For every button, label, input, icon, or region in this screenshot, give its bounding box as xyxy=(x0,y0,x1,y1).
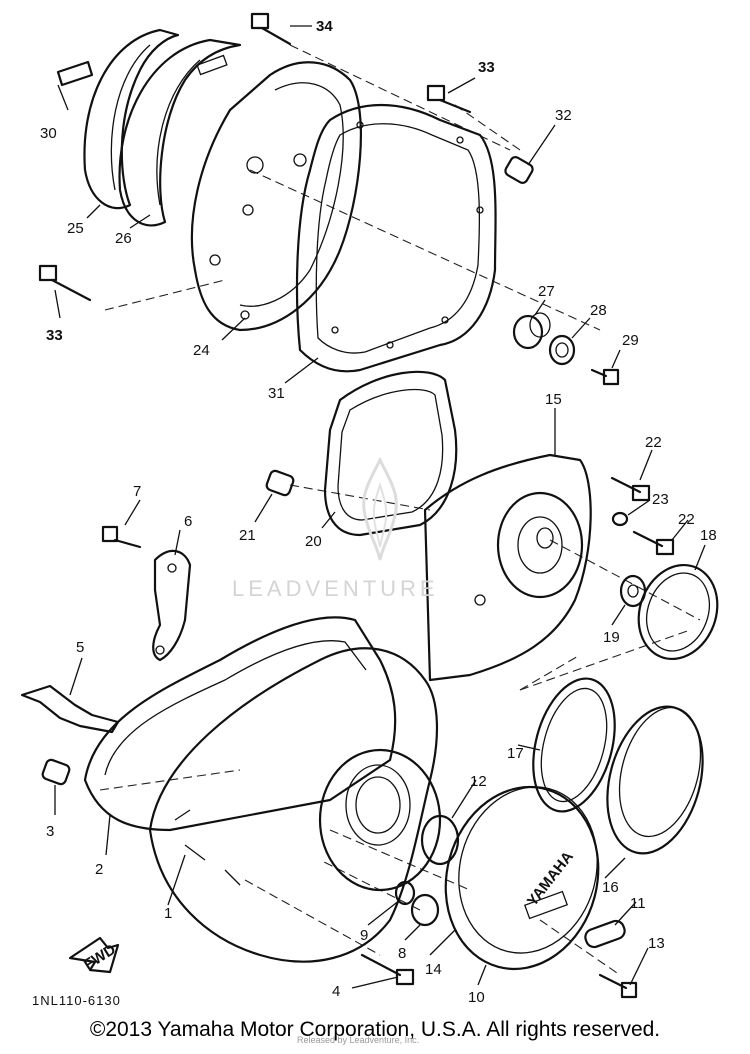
oring-12 xyxy=(420,814,460,866)
ring-25 xyxy=(83,28,180,210)
leader-lines xyxy=(54,25,706,989)
case-cover-1 xyxy=(148,647,442,963)
oring-23 xyxy=(611,511,629,527)
callout-33-top: 33 xyxy=(478,59,495,76)
callout-8: 8 xyxy=(398,945,406,962)
callout-31: 31 xyxy=(268,385,285,402)
catalog-code: 1NL110-6130 xyxy=(32,993,121,1008)
callout-10: 10 xyxy=(468,989,485,1006)
cover-logo: YAMAHA xyxy=(524,848,577,909)
screw-13 xyxy=(598,973,638,999)
bushing-27 xyxy=(512,312,551,350)
callout-5: 5 xyxy=(76,639,84,656)
plug-8 xyxy=(410,893,440,927)
badge-11 xyxy=(584,919,626,949)
callout-29: 29 xyxy=(622,332,639,349)
callout-9: 9 xyxy=(360,927,368,944)
callout-25: 25 xyxy=(67,220,84,237)
watermark-flame-icon xyxy=(362,456,398,561)
callout-7: 7 xyxy=(133,483,141,500)
seal-17 xyxy=(532,677,616,813)
callout-14: 14 xyxy=(425,961,442,978)
callout-18: 18 xyxy=(700,527,717,544)
callout-24: 24 xyxy=(193,342,210,359)
screw-29 xyxy=(590,368,620,386)
callout-16: 16 xyxy=(602,879,619,896)
callout-6: 6 xyxy=(184,513,192,530)
crankcase-cover-24 xyxy=(190,61,362,332)
collar-28 xyxy=(548,334,576,366)
bolt-22-top xyxy=(610,476,651,502)
gasket-31 xyxy=(295,104,497,373)
callout-33-left: 33 xyxy=(46,327,63,344)
callout-20: 20 xyxy=(305,533,322,550)
ring-18 xyxy=(637,563,719,661)
callout-28: 28 xyxy=(590,302,607,319)
cap-16 xyxy=(606,705,704,855)
callout-1: 1 xyxy=(164,905,172,922)
washer-9 xyxy=(394,880,416,906)
gasket-20 xyxy=(323,370,458,537)
callout-2: 2 xyxy=(95,861,103,878)
ring-26 xyxy=(118,38,242,227)
bolt-7 xyxy=(101,525,142,549)
cover-15 xyxy=(423,453,592,682)
watermark-text: LEADVENTURE xyxy=(232,576,439,601)
callout-4: 4 xyxy=(332,983,340,1000)
callout-labels: 34 33 32 30 25 26 33 24 31 27 28 29 15 2… xyxy=(40,18,717,1006)
callout-22-low: 22 xyxy=(678,511,695,528)
plate-30 xyxy=(56,60,94,87)
callout-13: 13 xyxy=(648,935,665,952)
callout-11: 11 xyxy=(630,895,646,912)
callout-27: 27 xyxy=(538,283,555,300)
bolt-22-low xyxy=(632,530,675,556)
callout-15: 15 xyxy=(545,391,562,408)
callout-17: 17 xyxy=(507,745,524,762)
callout-32: 32 xyxy=(555,107,572,124)
plug-32 xyxy=(504,156,534,184)
bolt-33-left xyxy=(38,264,92,302)
clamp-5 xyxy=(20,684,120,734)
callout-19: 19 xyxy=(603,629,620,646)
plug-3 xyxy=(41,758,71,786)
callout-26: 26 xyxy=(115,230,132,247)
washer-19 xyxy=(619,574,647,608)
callout-30: 30 xyxy=(40,125,57,142)
bolt-34 xyxy=(250,12,292,46)
callout-23: 23 xyxy=(652,491,669,508)
callout-3: 3 xyxy=(46,823,54,840)
callout-34: 34 xyxy=(316,18,333,35)
bolt-33-top xyxy=(426,84,472,114)
callout-12: 12 xyxy=(470,773,487,790)
copyright-notice: ©2013 Yamaha Motor Corporation, U.S.A. A… xyxy=(89,1018,661,1041)
callout-22-top: 22 xyxy=(645,434,662,451)
plug-21 xyxy=(265,469,295,497)
bracket-6 xyxy=(152,549,192,662)
fwd-arrow-icon: FWD xyxy=(68,936,120,973)
released-note: Released by Leadventure, Inc. xyxy=(297,1035,420,1045)
callout-21: 21 xyxy=(239,527,256,544)
